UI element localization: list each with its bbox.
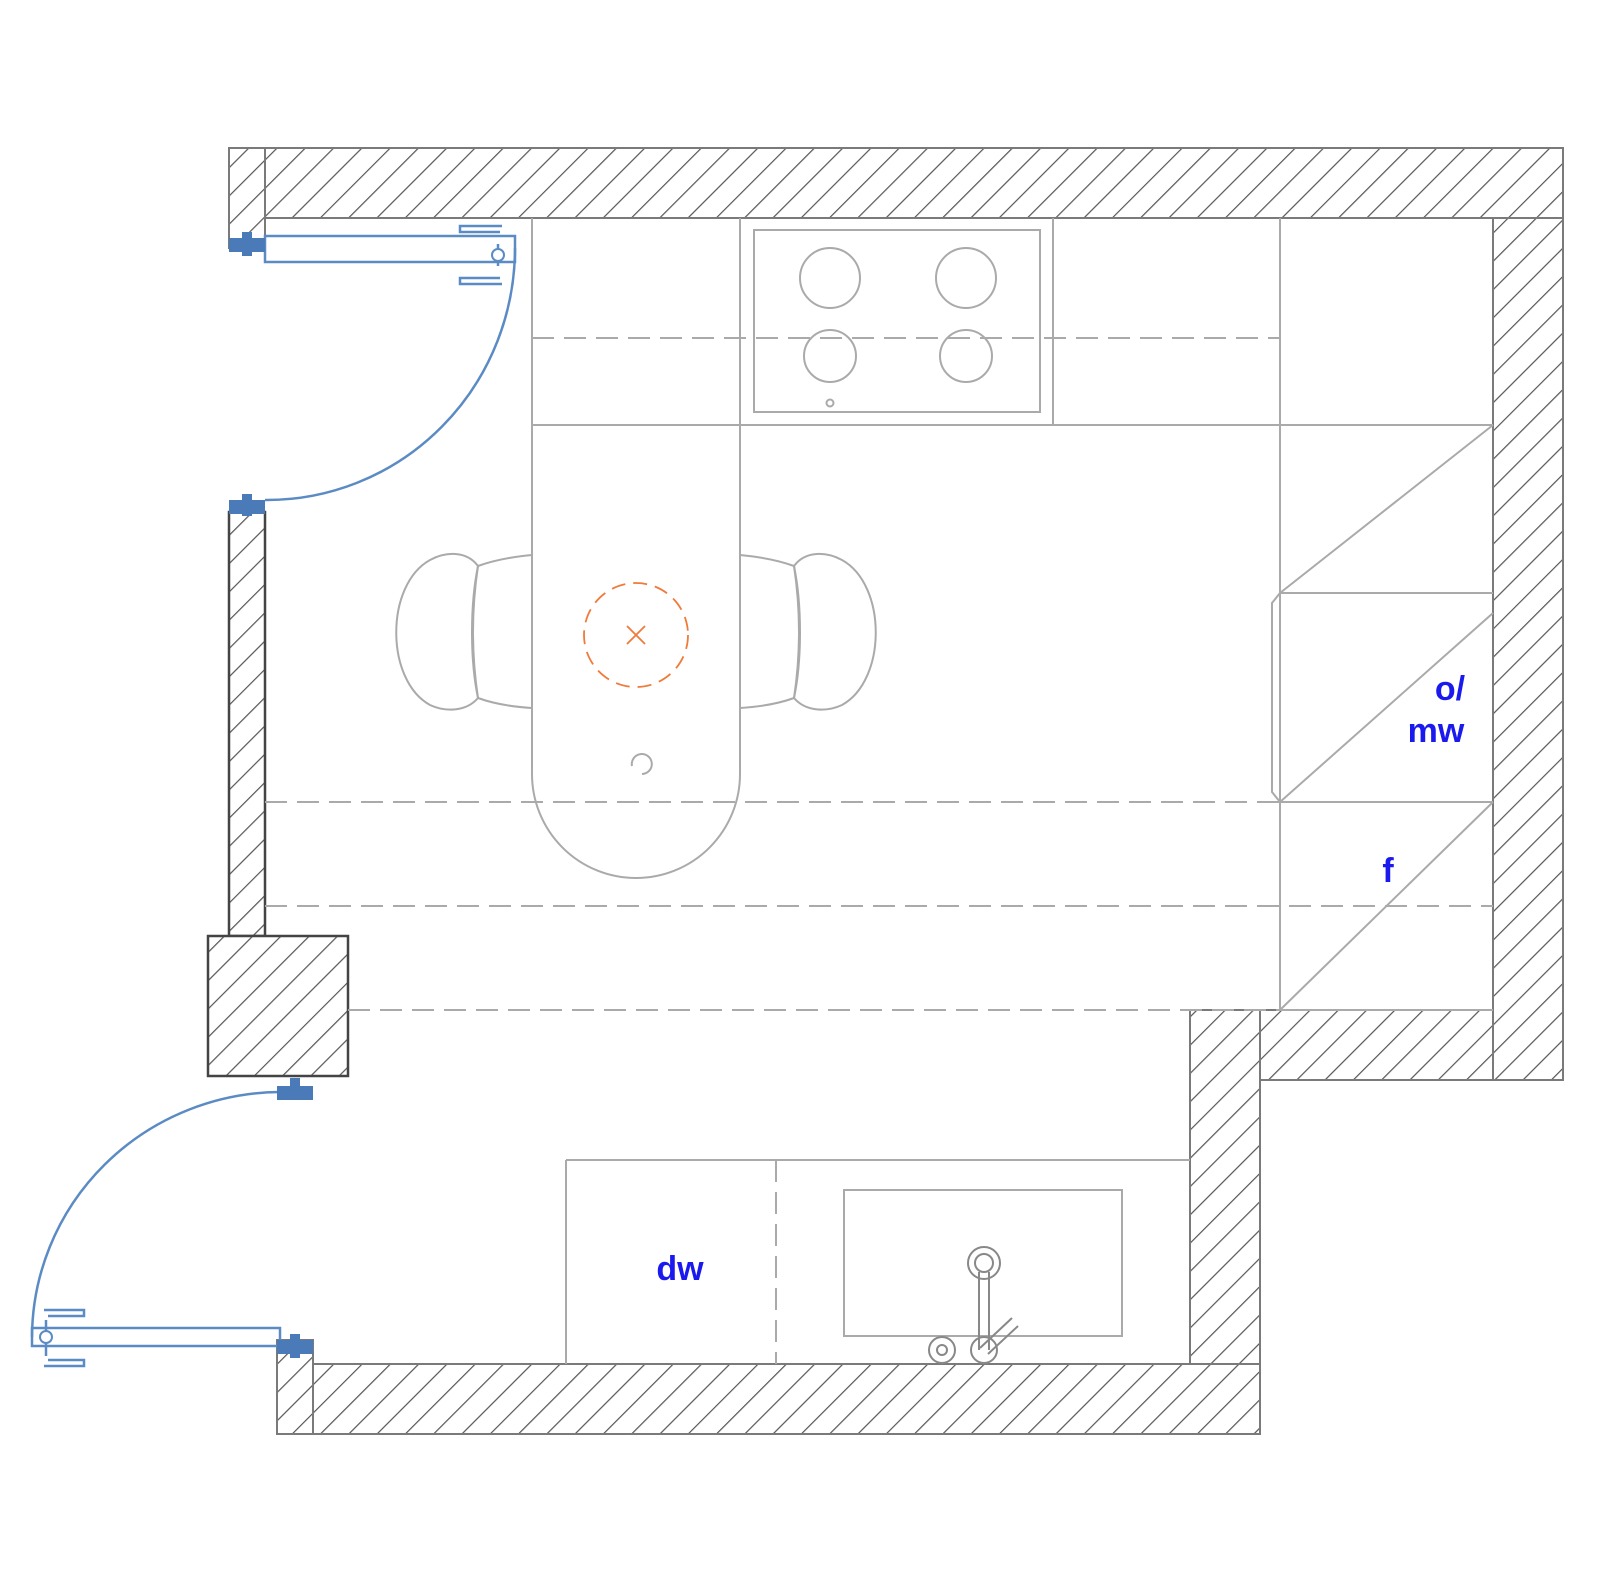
faucet-icon xyxy=(928,1246,1019,1364)
wall-right-ledge xyxy=(1259,1009,1494,1081)
wall-bottom xyxy=(276,1363,1261,1435)
island-table xyxy=(531,425,741,879)
chair-icon xyxy=(739,553,877,711)
door-swing-icon xyxy=(30,1078,313,1368)
counters xyxy=(265,218,1494,1364)
label-oven-microwave-line1: o/ xyxy=(1435,670,1466,708)
label-fridge: f xyxy=(1382,852,1394,890)
door-swing-icon xyxy=(229,224,517,516)
walls xyxy=(206,147,1564,1435)
cooktop-icon xyxy=(753,229,1041,413)
sink-icon xyxy=(843,1189,1123,1337)
wall-right xyxy=(1492,217,1564,1081)
wall-pillar xyxy=(206,934,350,1078)
wall-left xyxy=(227,510,267,938)
pendant-light-icon xyxy=(583,582,689,688)
label-dishwasher: dw xyxy=(656,1250,704,1288)
wall-top xyxy=(228,147,1564,219)
chair-icon xyxy=(395,553,533,711)
label-oven-microwave-line2: mw xyxy=(1408,712,1465,750)
